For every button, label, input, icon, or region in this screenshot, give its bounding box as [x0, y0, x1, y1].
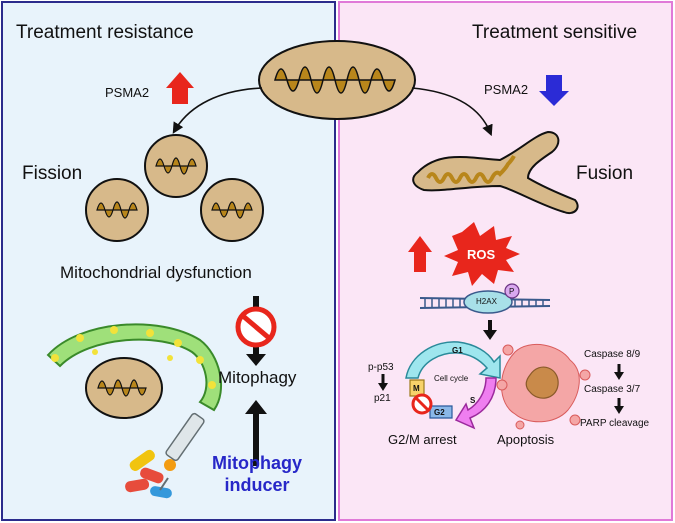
mitochondrial-dysfunction-label: Mitochondrial dysfunction: [60, 263, 252, 282]
g1-label: G1: [452, 346, 463, 355]
right-psma2-label: PSMA2: [484, 82, 529, 97]
pills-syringe-icon: [125, 412, 205, 499]
parp-cleavage-label: PARP cleavage: [580, 418, 650, 429]
inducer-line-2: inducer: [224, 475, 290, 495]
s-phase-label: S: [470, 396, 476, 405]
phospho-label: P: [509, 287, 515, 296]
left-panel-title: Treatment resistance: [16, 22, 194, 43]
apoptotic-cell: [496, 344, 591, 430]
g2-phase-label: G2: [434, 408, 445, 417]
m-phase-label: M: [413, 384, 420, 393]
mitophagy-label: Mitophagy: [218, 368, 297, 387]
caspase-8-9-label: Caspase 8/9: [584, 349, 641, 360]
p21-label: p21: [374, 393, 391, 404]
mitophagy-inducer-label: Mitophagy inducer: [202, 452, 312, 496]
prohibited-icon: [235, 306, 277, 348]
g2m-arrest-label: G2/M arrest: [388, 432, 457, 447]
inducer-line-1: Mitophagy: [212, 453, 302, 473]
h2ax-label: H2AX: [476, 297, 497, 306]
p-p53-label: p-p53: [368, 362, 394, 373]
ros-burst-icon: [444, 222, 520, 286]
up-arrow-icon: [166, 72, 194, 104]
fusion-mitochondrion: [412, 130, 579, 214]
caspase-3-7-label: Caspase 3/7: [584, 384, 641, 395]
fission-mitochondria: [85, 134, 264, 242]
fission-label: Fission: [22, 163, 83, 184]
left-psma2-label: PSMA2: [105, 85, 150, 100]
ros-label: ROS: [467, 247, 496, 262]
dna-strand: [419, 283, 551, 314]
central-mitochondrion: [258, 40, 416, 120]
ros-up-arrow-icon: [408, 236, 432, 272]
phagophore-mitochondrion: [46, 323, 222, 419]
cell-cycle-diagram: [405, 341, 501, 430]
arrow-to-fission: [172, 87, 263, 134]
down-arrow-icon: [539, 75, 569, 106]
fusion-label: Fusion: [576, 163, 634, 184]
arrow-to-fusion: [411, 87, 493, 137]
right-panel-title: Treatment sensitive: [472, 22, 638, 43]
apoptosis-label: Apoptosis: [497, 432, 555, 447]
cell-cycle-label: Cell cycle: [434, 374, 469, 383]
